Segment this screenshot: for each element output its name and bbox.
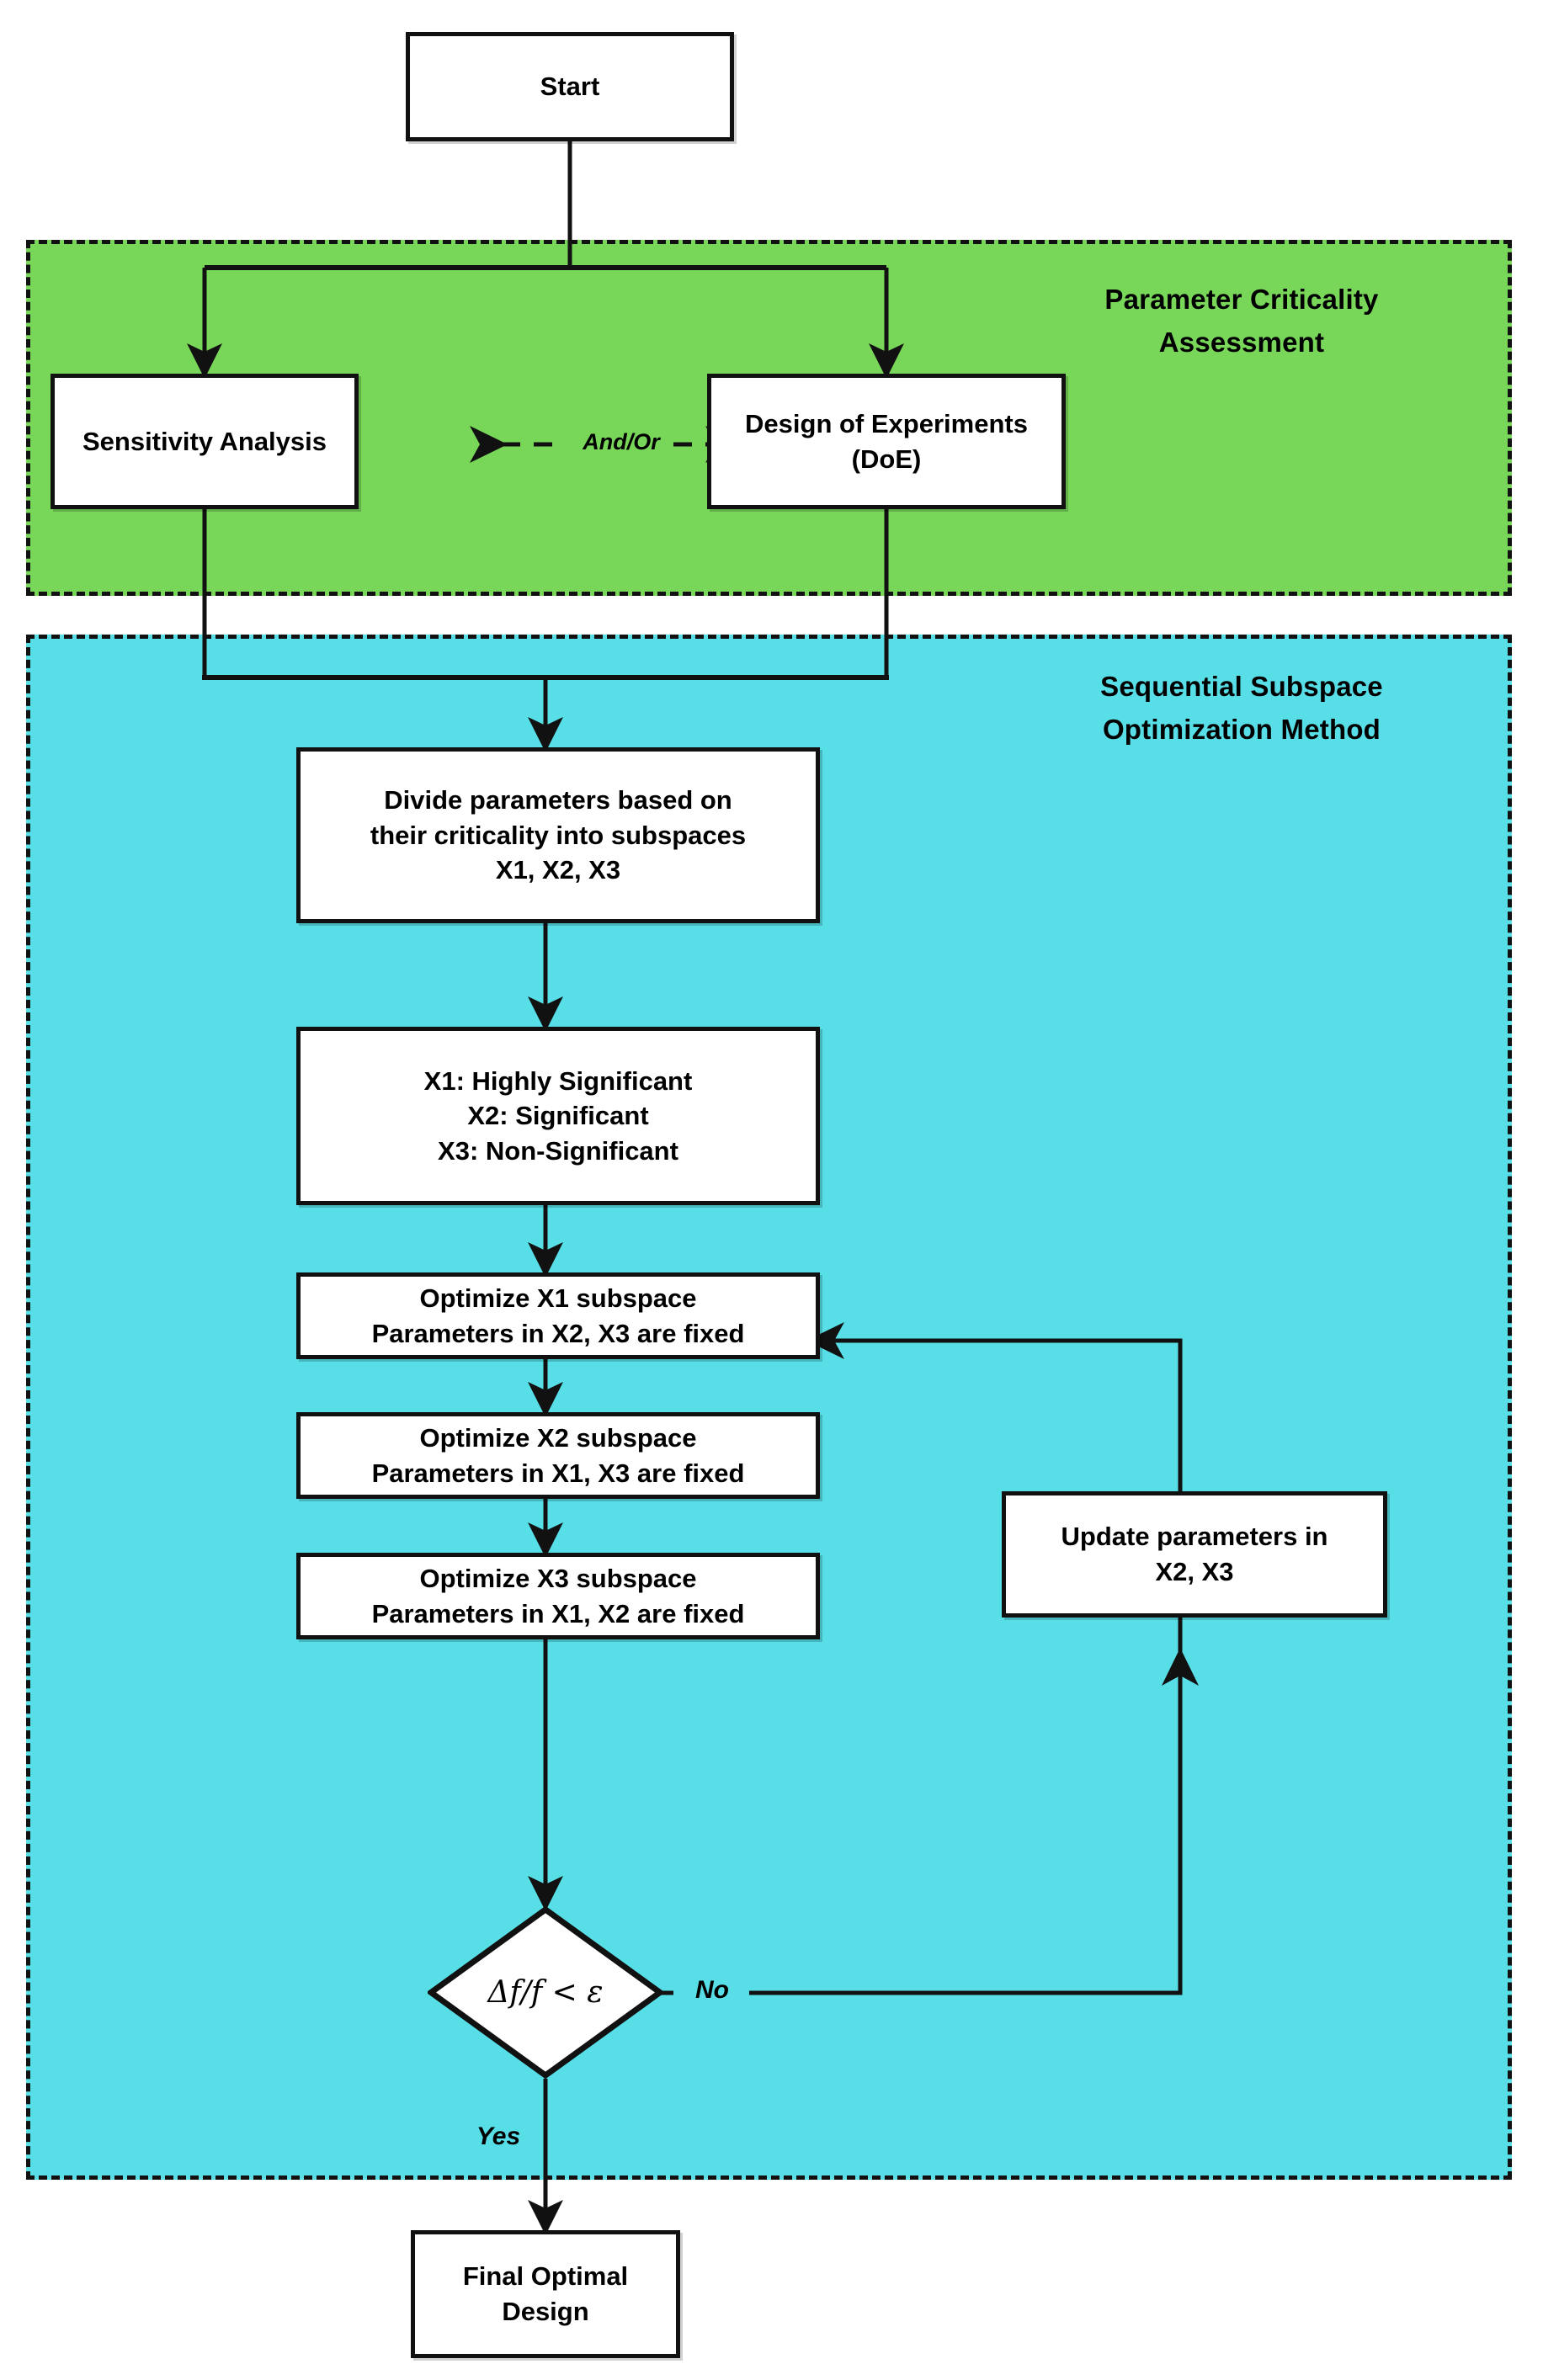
edge-label-and-or: And/Or xyxy=(583,429,660,454)
zone-title-line1: Sequential Subspace xyxy=(1100,671,1383,702)
decision-label: Δf/f < ε xyxy=(487,1975,604,2010)
node-doe-label-line1: Design of Experiments xyxy=(745,408,1028,438)
node-divide-line3: X1, X2, X3 xyxy=(495,855,621,885)
node-convergence-decision[interactable]: Δf/f < ε xyxy=(426,1905,665,2080)
node-optimize-x1-line1: Optimize X1 subspace xyxy=(419,1283,697,1313)
node-final-line2: Design xyxy=(502,2297,589,2326)
node-optimize-x3-line2: Parameters in X1, X2 are fixed xyxy=(371,1598,745,1628)
zone-sequential-subspace-title: Sequential Subspace Optimization Method xyxy=(1035,665,1448,751)
node-doe-label-line2: (DoE) xyxy=(851,444,922,474)
node-optimize-x2-line1: Optimize X2 subspace xyxy=(419,1422,697,1453)
zone-title-line2: Assessment xyxy=(1158,327,1325,359)
diamond-shape xyxy=(426,1905,665,2080)
node-significance-line1: X1: Highly Significant xyxy=(423,1065,693,1096)
node-significance-line3: X3: Non-Significant xyxy=(438,1135,678,1166)
node-optimize-x2[interactable]: Optimize X2 subspace Parameters in X1, X… xyxy=(296,1412,820,1499)
zone-parameter-criticality-title: Parameter Criticality Assessment xyxy=(1044,278,1439,364)
node-update-line1: Update parameters in xyxy=(1061,1522,1328,1552)
node-significance-line2: X2: Significant xyxy=(467,1101,649,1131)
node-subspace-significance[interactable]: X1: Highly Significant X2: Significant X… xyxy=(296,1027,820,1205)
node-sensitivity-analysis[interactable]: Sensitivity Analysis xyxy=(51,374,359,509)
node-optimize-x3[interactable]: Optimize X3 subspace Parameters in X1, X… xyxy=(296,1553,820,1639)
node-optimize-x1-line2: Parameters in X2, X3 are fixed xyxy=(371,1318,745,1348)
node-optimize-x2-line2: Parameters in X1, X3 are fixed xyxy=(371,1458,745,1488)
zone-title-line2: Optimization Method xyxy=(1102,714,1381,746)
node-final-optimal-design[interactable]: Final Optimal Design xyxy=(411,2230,680,2358)
zone-title-line1: Parameter Criticality xyxy=(1104,284,1379,315)
node-final-line1: Final Optimal xyxy=(462,2261,629,2292)
node-divide-line1: Divide parameters based on xyxy=(384,785,732,815)
node-divide-line2: their criticality into subspaces xyxy=(370,820,747,850)
edge-label-no: No xyxy=(695,1976,729,2004)
node-update-line2: X2, X3 xyxy=(1155,1557,1234,1586)
node-optimize-x1[interactable]: Optimize X1 subspace Parameters in X2, X… xyxy=(296,1272,820,1359)
node-start-label: Start xyxy=(540,72,600,102)
node-optimize-x3-line1: Optimize X3 subspace xyxy=(419,1563,697,1593)
node-start[interactable]: Start xyxy=(406,32,734,141)
node-sensitivity-analysis-label: Sensitivity Analysis xyxy=(82,426,327,456)
node-divide-parameters[interactable]: Divide parameters based on their critica… xyxy=(296,747,820,923)
node-design-of-experiments[interactable]: Design of Experiments (DoE) xyxy=(707,374,1066,509)
node-update-parameters[interactable]: Update parameters in X2, X3 xyxy=(1002,1491,1387,1618)
edge-label-yes: Yes xyxy=(476,2122,521,2150)
